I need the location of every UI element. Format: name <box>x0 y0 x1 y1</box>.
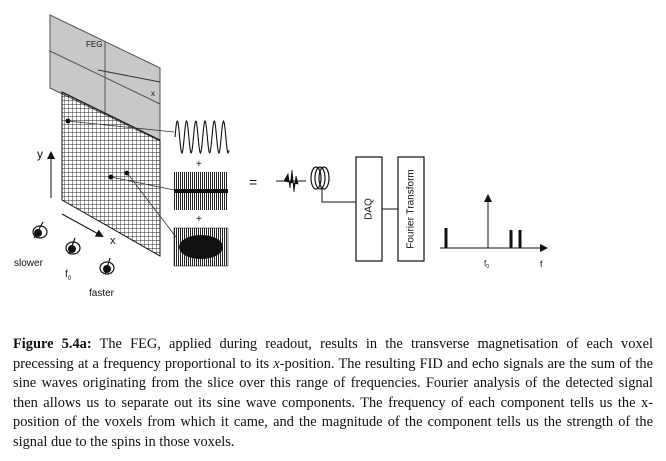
caption-text-1: The FEG, applied during readout, results… <box>13 336 653 372</box>
feg-label: FEG <box>86 40 102 49</box>
spin-faster-icon <box>99 257 115 275</box>
slower-label: slower <box>14 258 44 269</box>
receiver-coil-icon <box>310 166 356 203</box>
voxel-grid <box>61 91 161 257</box>
daq-label: DAQ <box>364 198 375 220</box>
figure-illustration: FEG x y x slower f0 faster <box>14 14 548 299</box>
daq-box: DAQ <box>355 156 383 262</box>
f0-label: f0 <box>65 269 72 282</box>
feg-plane: FEG x <box>49 14 161 142</box>
sine-wave-mid <box>174 172 228 210</box>
caption-x-variable: x <box>273 355 280 372</box>
fourier-transform-label: Fourier Transform <box>406 169 417 248</box>
fid-signal <box>276 169 306 193</box>
spectrum-f0-label: f0 <box>484 259 489 270</box>
plus-sign-1: + <box>196 159 202 170</box>
fourier-transform-box: Fourier Transform <box>397 156 425 262</box>
slice-axes: y x <box>37 147 116 247</box>
spectrum-f-label: f <box>540 259 543 269</box>
spin-slower-icon <box>32 221 48 239</box>
faster-label: faster <box>89 288 115 299</box>
spin-f0-icon <box>65 237 81 255</box>
caption-title: Figure 5.4a: <box>13 336 92 352</box>
frequency-spectrum: f0 f <box>440 194 548 270</box>
sine-wave-high <box>173 227 229 267</box>
caption-text-2: -position. The resulting FID and echo si… <box>13 355 654 450</box>
figure-caption: Figure 5.4a: The FEG, applied during rea… <box>13 335 653 453</box>
x-axis-label: x <box>110 235 116 247</box>
plus-sign-2: + <box>196 214 202 225</box>
sine-wave-low <box>174 118 230 156</box>
projection-lines <box>67 120 177 238</box>
equals-sign: = <box>249 174 257 190</box>
y-axis-label: y <box>37 147 43 161</box>
feg-axis-x-label: x <box>151 89 155 98</box>
